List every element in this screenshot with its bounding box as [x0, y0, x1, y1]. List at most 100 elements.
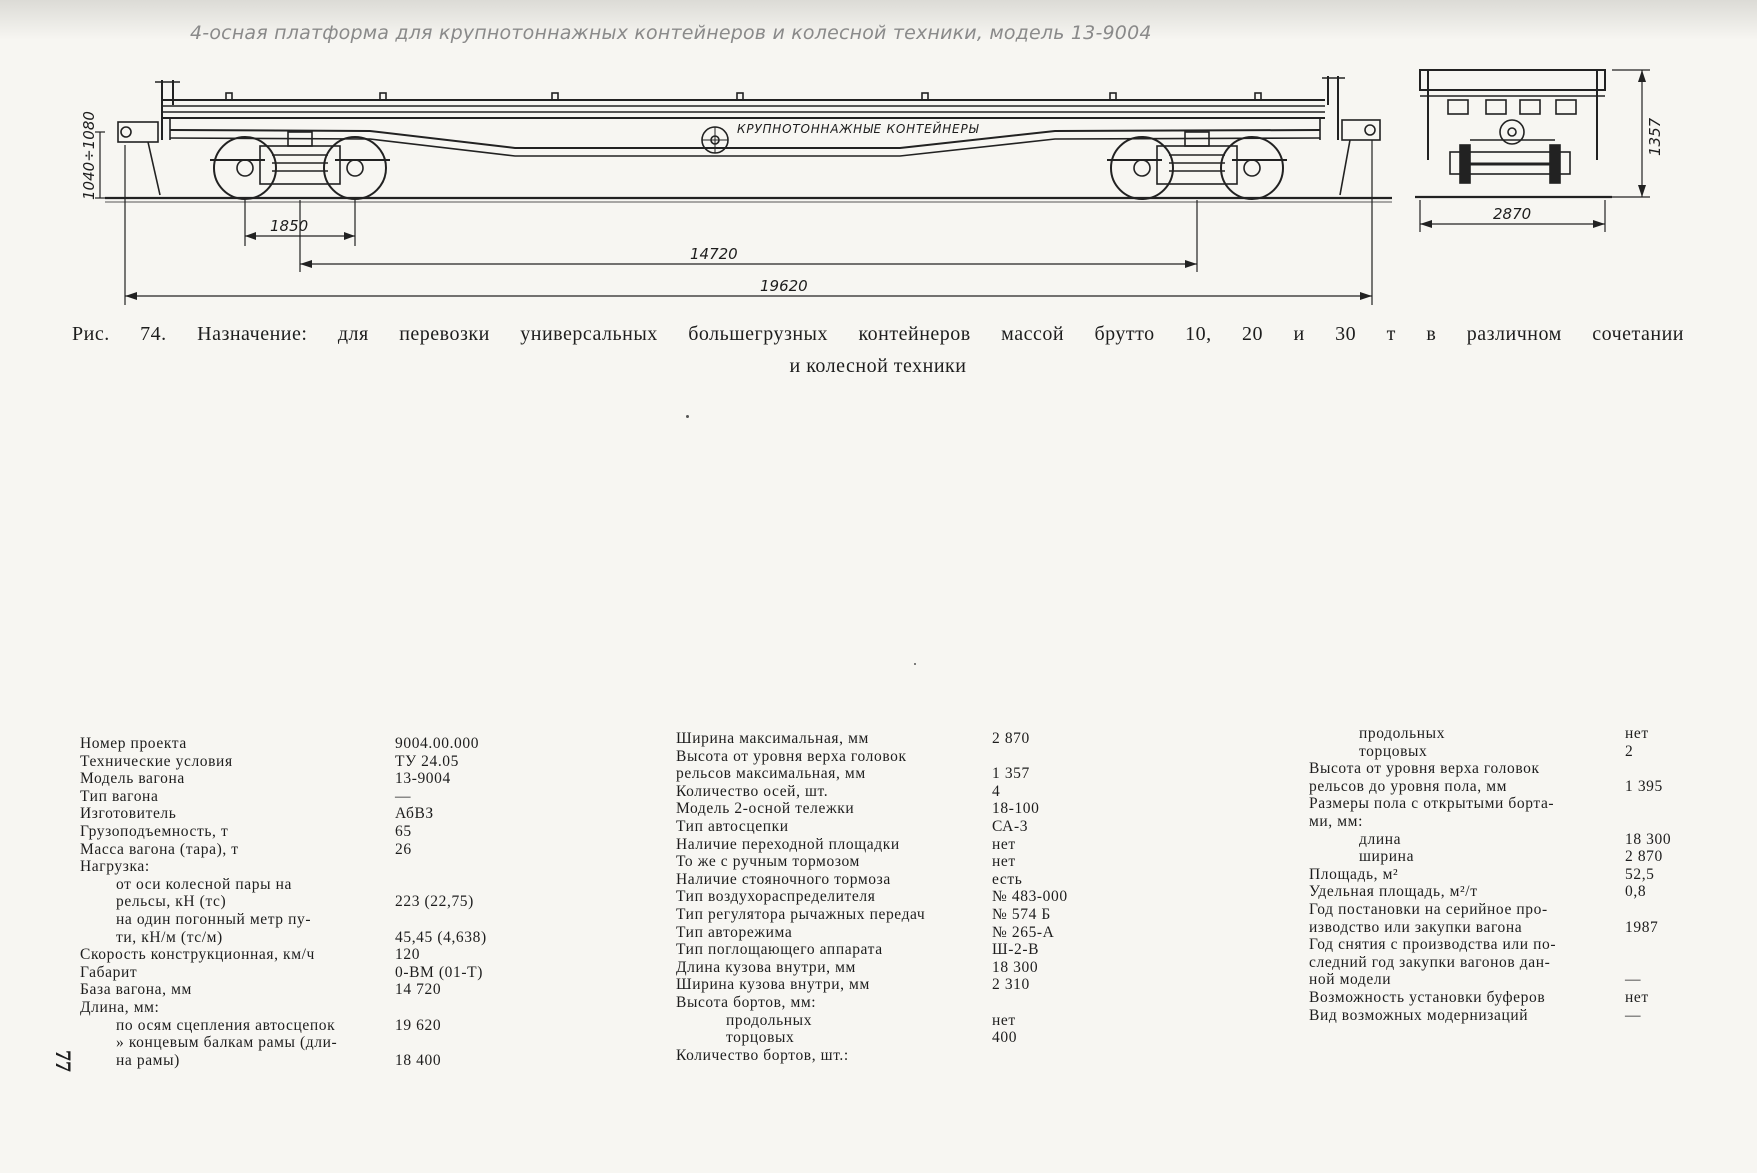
spec-label: ти, кН/м (тс/м) [116, 928, 223, 946]
side-view: КРУПНОТОННАЖНЫЕ КОНТЕЙНЕРЫ [105, 76, 1392, 203]
spec-label: продольных [726, 1011, 813, 1029]
spec-label: То же с ручным тормозом [676, 853, 860, 871]
spec-value: 1 357 [992, 765, 1030, 783]
spec-label: Тип вагона [80, 787, 159, 805]
spec-label: от оси колесной пары на [116, 875, 292, 893]
end-view: 1357 2870 [1415, 69, 1664, 232]
spec-label: Скорость конструкционная, км/ч [80, 946, 315, 964]
spec-value: 65 [395, 822, 412, 840]
side-label: КРУПНОТОННАЖНЫЕ КОНТЕЙНЕРЫ [737, 121, 979, 136]
spec-value: 2 870 [992, 730, 1030, 747]
spec-value: нет [992, 835, 1016, 853]
spec-value: 4 [992, 782, 1001, 800]
spec-label: торцовых [726, 1029, 795, 1047]
spec-label: Ширина максимальная, мм [676, 730, 869, 747]
spec-value: 14 720 [395, 981, 442, 999]
spec-value: нет [992, 853, 1016, 871]
dimension-lines: 1040÷1080 1850 14720 19620 [80, 111, 1373, 305]
spec-value: Ш-2-В [992, 941, 1040, 959]
spec-label: » концевым балкам рамы (дли- [116, 1034, 338, 1052]
spec-label: ширина [1359, 848, 1415, 866]
spec-value: 9004.00.000 [395, 735, 480, 752]
spec-value: 18 300 [1625, 830, 1672, 848]
spec-label: Длина, мм: [80, 998, 160, 1016]
spec-value: 19 620 [395, 1016, 442, 1034]
dim-wagon-base: 14720 [690, 245, 738, 263]
dim-length: 19620 [760, 277, 808, 295]
scan-speck [686, 415, 689, 418]
figure-caption: Рис. 74. Назначение: для перевозки униве… [72, 318, 1684, 382]
spec-value: 13-9004 [395, 770, 451, 788]
spec-value: 2 310 [992, 976, 1030, 994]
spec-label: Возможность установки буферов [1309, 988, 1546, 1006]
spec-value: — [1625, 971, 1642, 989]
spec-value: 0-ВМ (01-Т) [395, 963, 483, 981]
spec-value: есть [992, 870, 1023, 888]
spec-label: ной модели [1309, 971, 1392, 989]
spec-label: Высота бортов, мм: [676, 993, 817, 1011]
spec-value: 45,45 (4,638) [395, 928, 487, 946]
spec-label: изводство или закупки вагона [1309, 918, 1523, 936]
spec-label: Длина кузова внутри, мм [676, 958, 856, 976]
spec-label: рельсы, кН (тс) [116, 893, 227, 911]
spec-value: 52,5 [1625, 865, 1655, 883]
spec-value: 400 [992, 1029, 1018, 1047]
spec-value: № 265-А [992, 923, 1055, 941]
spec-value: АбВЗ [395, 805, 434, 823]
spec-value: — [395, 787, 412, 805]
spec-value: нет [1625, 988, 1649, 1006]
dim-end-height: 1357 [1646, 117, 1664, 156]
spec-label: Грузоподъемность, т [80, 822, 229, 840]
spec-label: Нагрузка: [80, 858, 150, 876]
spec-label: Модель вагона [80, 770, 185, 788]
spec-value: 18 400 [395, 1051, 442, 1069]
spec-label: Модель 2-осной тележки [676, 800, 855, 818]
spec-label: Год снятия с производства или по- [1309, 936, 1557, 954]
spec-label: Наличие переходной площадки [676, 835, 900, 853]
spec-value: СА-3 [992, 817, 1029, 835]
spec-label: по осям сцепления автосцепок [116, 1016, 336, 1034]
spec-label: Размеры пола с открытыми борта- [1309, 795, 1555, 813]
spec-label: ми, мм: [1309, 812, 1363, 830]
spec-value: нет [1625, 725, 1649, 742]
spec-label: Высота от уровня верха головок [676, 747, 907, 765]
scan-edge [0, 0, 1757, 40]
spec-value: № 574 Б [992, 905, 1051, 923]
spec-label: Количество осей, шт. [676, 782, 829, 800]
dim-bogie-base: 1850 [270, 217, 308, 235]
spec-value: нет [992, 1011, 1016, 1029]
spec-label: на один погонный метр пу- [116, 910, 312, 928]
drawing-title: 4-осная платформа для крупнотоннажных ко… [190, 22, 1152, 44]
spec-value: 18-100 [992, 800, 1040, 818]
spec-label: Вид возможных модернизаций [1309, 1006, 1529, 1024]
spec-label: на рамы) [116, 1051, 180, 1069]
spec-label: Наличие стояночного тормоза [676, 870, 891, 888]
spec-label: База вагона, мм [80, 981, 192, 999]
spec-value: 18 300 [992, 958, 1039, 976]
spec-value: — [1625, 1006, 1642, 1024]
spec-value: № 483-000 [992, 888, 1068, 906]
spec-label: Удельная площадь, м²/т [1309, 883, 1478, 901]
spec-label: Номер проекта [80, 735, 187, 752]
spec-value: 2 870 [1625, 848, 1663, 866]
dim-end-width: 2870 [1493, 205, 1531, 223]
scan-speck [914, 663, 916, 665]
spec-label: Год постановки на серийное про- [1309, 900, 1548, 918]
spec-label: Ширина кузова внутри, мм [676, 976, 870, 994]
spec-label: Тип автосцепки [676, 817, 789, 835]
spec-label: Тип регулятора рычажных передач [676, 905, 926, 923]
spec-value: 0,8 [1625, 883, 1647, 901]
spec-label: Тип авторежима [676, 923, 793, 941]
spec-value: 223 (22,75) [395, 893, 474, 911]
spec-label: Тип воздухораспределителя [676, 888, 876, 906]
spec-label: Габарит [80, 963, 138, 981]
spec-label: длина [1359, 830, 1402, 848]
spec-value: 1987 [1625, 918, 1659, 936]
spec-label: продольных [1359, 725, 1446, 742]
spec-label: Высота от уровня верха головок [1309, 760, 1540, 778]
spec-label: рельсов максимальная, мм [676, 765, 866, 783]
spec-label: Тип поглощающего аппарата [676, 941, 883, 959]
spec-label: рельсов до уровня пола, мм [1309, 777, 1508, 795]
caption-line-1: Рис. 74. Назначение: для перевозки униве… [72, 323, 1684, 345]
spec-label: торцовых [1359, 742, 1428, 760]
